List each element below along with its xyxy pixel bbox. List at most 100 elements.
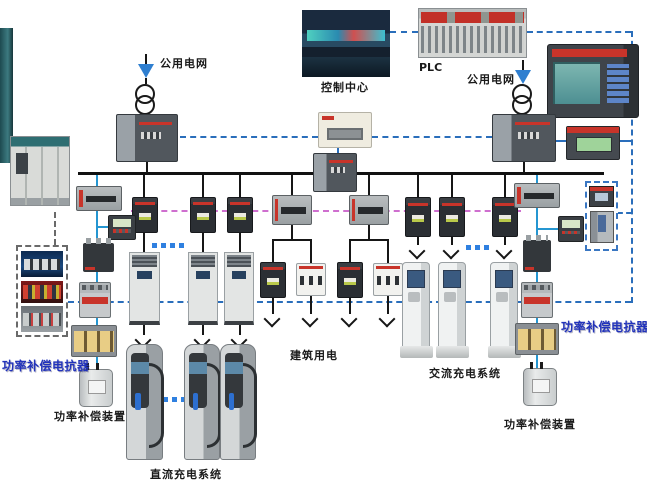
plc-photo [418, 8, 527, 58]
control-center-photo [302, 10, 390, 77]
compensation-device-label-right: 功率补偿装置 [504, 418, 576, 431]
plc-label: PLC [419, 61, 443, 74]
comm-line [180, 136, 318, 138]
power-line [349, 239, 351, 262]
breaker-photo [21, 251, 63, 277]
power-line [504, 237, 506, 245]
power-line [522, 60, 524, 70]
comm-line [620, 140, 631, 142]
charging-cable [242, 363, 257, 448]
switch-disconnector [514, 183, 560, 208]
power-line [291, 225, 293, 240]
power-line [368, 175, 370, 195]
comm-line [556, 140, 566, 142]
ac-charging-pile [487, 262, 521, 358]
repeat-dots [152, 243, 186, 248]
power-line [96, 175, 98, 186]
grid-arrow-icon [515, 70, 531, 84]
ac-charging-system-label: 交流充电系统 [429, 367, 501, 380]
fuse-switch [523, 235, 551, 272]
switchgear-photo [10, 136, 70, 206]
main-breaker-left [116, 114, 178, 162]
energy-meter [558, 216, 584, 242]
contactor [521, 282, 553, 318]
reactor-label-left: 功率补偿电抗器 [2, 359, 90, 373]
public-grid-label-right: 公用电网 [467, 73, 515, 86]
soft-starter [590, 211, 614, 243]
feeder-breaker [190, 197, 216, 233]
dc-charging-pile [126, 344, 164, 460]
power-line [536, 175, 538, 183]
grid-arrow-icon [138, 64, 154, 78]
energy-meter [108, 215, 136, 240]
down-arrow-icon [340, 310, 358, 328]
tie-breaker-center [313, 153, 357, 192]
power-line [536, 208, 538, 240]
power-line [272, 298, 274, 314]
power-line [368, 225, 370, 240]
repeat-dots [466, 245, 492, 250]
optional-devices-box [585, 181, 618, 251]
compensation-reactor [71, 325, 117, 357]
power-line [202, 325, 204, 335]
power-line [272, 239, 312, 241]
hmi-keypad [607, 63, 629, 103]
down-arrow-icon [263, 310, 281, 328]
down-arrow-icon [495, 242, 513, 260]
capacitor [79, 363, 113, 407]
power-line [96, 211, 98, 243]
power-line [451, 175, 453, 197]
power-line [310, 239, 312, 263]
power-line [202, 175, 204, 197]
feeder-breaker [260, 262, 286, 298]
power-line [417, 175, 419, 197]
power-line [451, 237, 453, 245]
switch-disconnector [76, 186, 122, 211]
power-line [96, 272, 98, 282]
dc-charging-pile [220, 344, 257, 460]
feeder-breaker [405, 197, 431, 237]
power-line [536, 272, 538, 282]
power-line [272, 239, 274, 262]
compensation-reactor [515, 323, 559, 355]
power-line [143, 175, 145, 197]
compensation-device-label-left: 功率补偿装置 [54, 410, 126, 423]
transformer-icon [510, 84, 536, 116]
power-line [96, 318, 98, 325]
transformer-coil [135, 95, 155, 115]
monitor-relay [589, 186, 614, 207]
power-line [387, 239, 389, 263]
cabinet-side-photo [0, 28, 13, 163]
power-line [310, 296, 312, 314]
feeder-breaker [337, 262, 363, 298]
down-arrow-icon [301, 310, 319, 328]
power-line [202, 233, 204, 252]
pile-base [435, 345, 469, 358]
power-line [349, 298, 351, 314]
comm-line [54, 212, 56, 245]
dc-charger-cabinet [129, 252, 160, 325]
transformer-icon [133, 84, 159, 116]
comm-line [372, 136, 492, 138]
power-line [239, 325, 241, 335]
power-line [143, 233, 145, 252]
gateway-controller [318, 112, 372, 148]
capacitor [523, 362, 557, 406]
power-line [536, 318, 538, 323]
power-line [523, 162, 525, 173]
power-line [536, 355, 538, 368]
feeder-breaker [439, 197, 465, 237]
dc-charging-pile [184, 344, 221, 460]
comm-line [390, 31, 418, 33]
accessory-dashed-line [131, 210, 521, 212]
power-line [349, 239, 389, 241]
down-arrow-icon [378, 310, 396, 328]
power-line [387, 296, 389, 314]
fuse-switch [83, 238, 114, 272]
comm-line [618, 212, 631, 214]
feeder-breaker [132, 197, 158, 233]
hmi-touch-panel [547, 44, 639, 118]
power-meter [566, 126, 620, 160]
feeder-breaker [492, 197, 518, 237]
